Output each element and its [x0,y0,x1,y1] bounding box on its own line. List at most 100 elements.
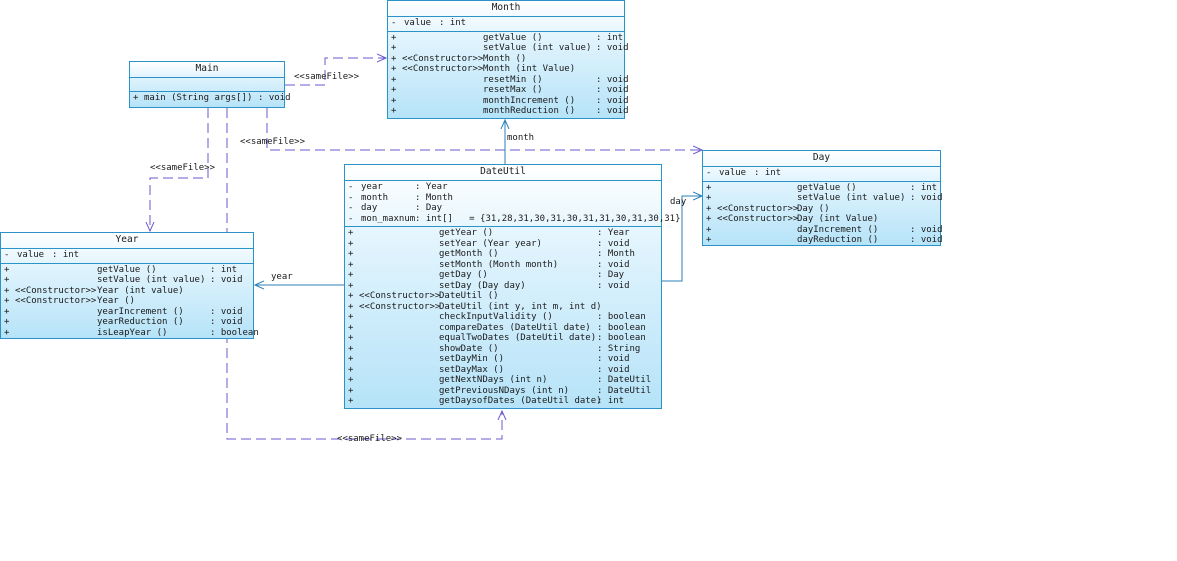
return-type: : void [596,95,629,106]
return-type: : void [910,235,943,245]
operation-name: getValue () [797,182,857,193]
return-type: : Month [597,249,635,259]
visibility-marker: - [348,192,354,203]
return-type: : void [596,74,629,85]
attribute-name: value [17,250,45,260]
return-type: : boolean [210,327,259,338]
visibility-marker: + [4,296,10,306]
label-role-year: year [271,272,293,282]
visibility-marker: + [706,203,712,214]
visibility-marker: + [348,354,354,364]
attribute-type: : Year [415,182,448,192]
operation-row: +<<Constructor>>Day () [703,204,940,215]
visibility-marker: + [706,182,712,193]
operation-row: +resetMax (): void [388,85,629,96]
attribute-row: -value: int [703,168,940,179]
operation-name: Month () [483,53,527,64]
operation-name: checkInputValidity () [439,312,553,322]
operation-name: resetMax () [483,85,543,95]
visibility-marker: + [348,312,354,322]
operation-name: getDay () [439,270,488,280]
operations-compartment: +getYear (): Year+setYear (Year year): v… [345,227,661,409]
operation-name: setYear (Year year) [439,238,542,249]
stereotype: <<Constructor>> [717,203,799,214]
class-main[interactable]: Main +main (String args[]): void [129,61,291,108]
class-title: Year [1,233,253,249]
operation-name: main (String args[]) [144,93,253,103]
operation-row: +setDayMin (): void [345,354,661,365]
return-type: : void [910,224,943,235]
class-title: DateUtil [345,165,661,181]
attributes-compartment: -value: int [1,249,253,264]
visibility-marker: + [348,301,354,312]
visibility-marker: + [348,270,354,280]
visibility-marker: + [348,280,354,291]
visibility-marker: + [348,249,354,259]
operation-name: Month (int Value) [483,64,576,74]
operation-row: +<<Constructor>>Day (int Value) [703,214,940,225]
return-type: : void [596,106,629,116]
operation-name: DateUtil () [439,291,499,301]
return-type: : void [210,275,243,285]
return-type: : int [210,264,238,275]
visibility-marker: + [348,228,354,238]
visibility-marker: + [348,259,354,270]
label-role-day: day [670,197,687,207]
operation-name: getValue () [483,32,543,43]
operation-row: +showDate (): String [345,344,661,355]
class-month[interactable]: Month -value: int +getValue (): int+setV… [387,0,629,119]
stereotype: <<Constructor>> [402,64,484,74]
operations-compartment: +main (String args[]): void [130,92,291,106]
attribute-type: : int [52,250,80,260]
attributes-compartment: -value: int [388,17,624,32]
operation-row: +compareDates (DateUtil date): boolean [345,323,661,334]
dependency-main-month [285,58,386,86]
attribute-row: -value: int [388,18,624,29]
operation-name: DateUtil (int y, int m, int d) [439,301,602,312]
stereotype: <<Constructor>> [359,291,441,301]
class-day[interactable]: Day -value: int +getValue (): int+setVal… [702,150,943,246]
attribute-name: value [404,18,432,28]
operation-name: getMonth () [439,249,499,259]
attribute-row: -day: Day [345,203,661,214]
attribute-type: : int [754,168,782,178]
attribute-name: month [361,192,389,203]
visibility-marker: + [706,224,712,235]
class-dateutil[interactable]: DateUtil -year: Year-month: Month-day: D… [344,164,681,409]
return-type: : DateUtil [597,385,652,396]
stereotype: <<Constructor>> [15,285,97,296]
dependency-main-day [266,108,702,150]
label-samefile-main-day: <<sameFile>> [240,137,306,147]
attribute-type: : Month [415,192,453,203]
attribute-name: day [361,203,378,213]
return-type: : boolean [597,322,646,333]
visibility-marker: + [391,106,397,116]
operation-name: getNextNDays (int n) [439,375,548,385]
visibility-marker: + [391,95,397,106]
return-type: : void [597,354,630,364]
operation-row: +getDay (): Day [345,270,661,281]
return-type: : void [596,85,629,95]
visibility-marker: - [348,213,354,224]
operation-row: +setValue (int value): void [703,193,943,204]
attribute-row: -value: int [1,250,253,261]
attributes-compartment: -value: int [703,167,940,182]
visibility-marker: + [4,264,10,275]
return-type: : void [597,364,630,375]
class-title: Main [130,62,284,78]
class-title: Day [703,151,940,167]
association-dateutil-day [662,196,702,282]
operation-row: +resetMin (): void [388,75,629,86]
operation-row: +equalTwoDates (DateUtil date): boolean [345,333,661,344]
class-year[interactable]: Year -value: int +getValue (): int+setVa… [0,232,259,341]
operations-compartment: +getValue (): int+setValue (int value): … [1,264,259,341]
visibility-marker: + [348,396,354,406]
return-type: : void [597,259,630,270]
operation-name: isLeapYear () [97,327,168,338]
class-title: Month [388,1,624,17]
stereotype: <<Constructor>> [359,301,441,312]
visibility-marker: + [4,275,10,285]
operation-name: setValue (int value) [797,193,906,203]
stereotype: <<Constructor>> [402,53,484,64]
operation-row: +getPreviousNDays (int n): DateUtil [345,386,661,397]
